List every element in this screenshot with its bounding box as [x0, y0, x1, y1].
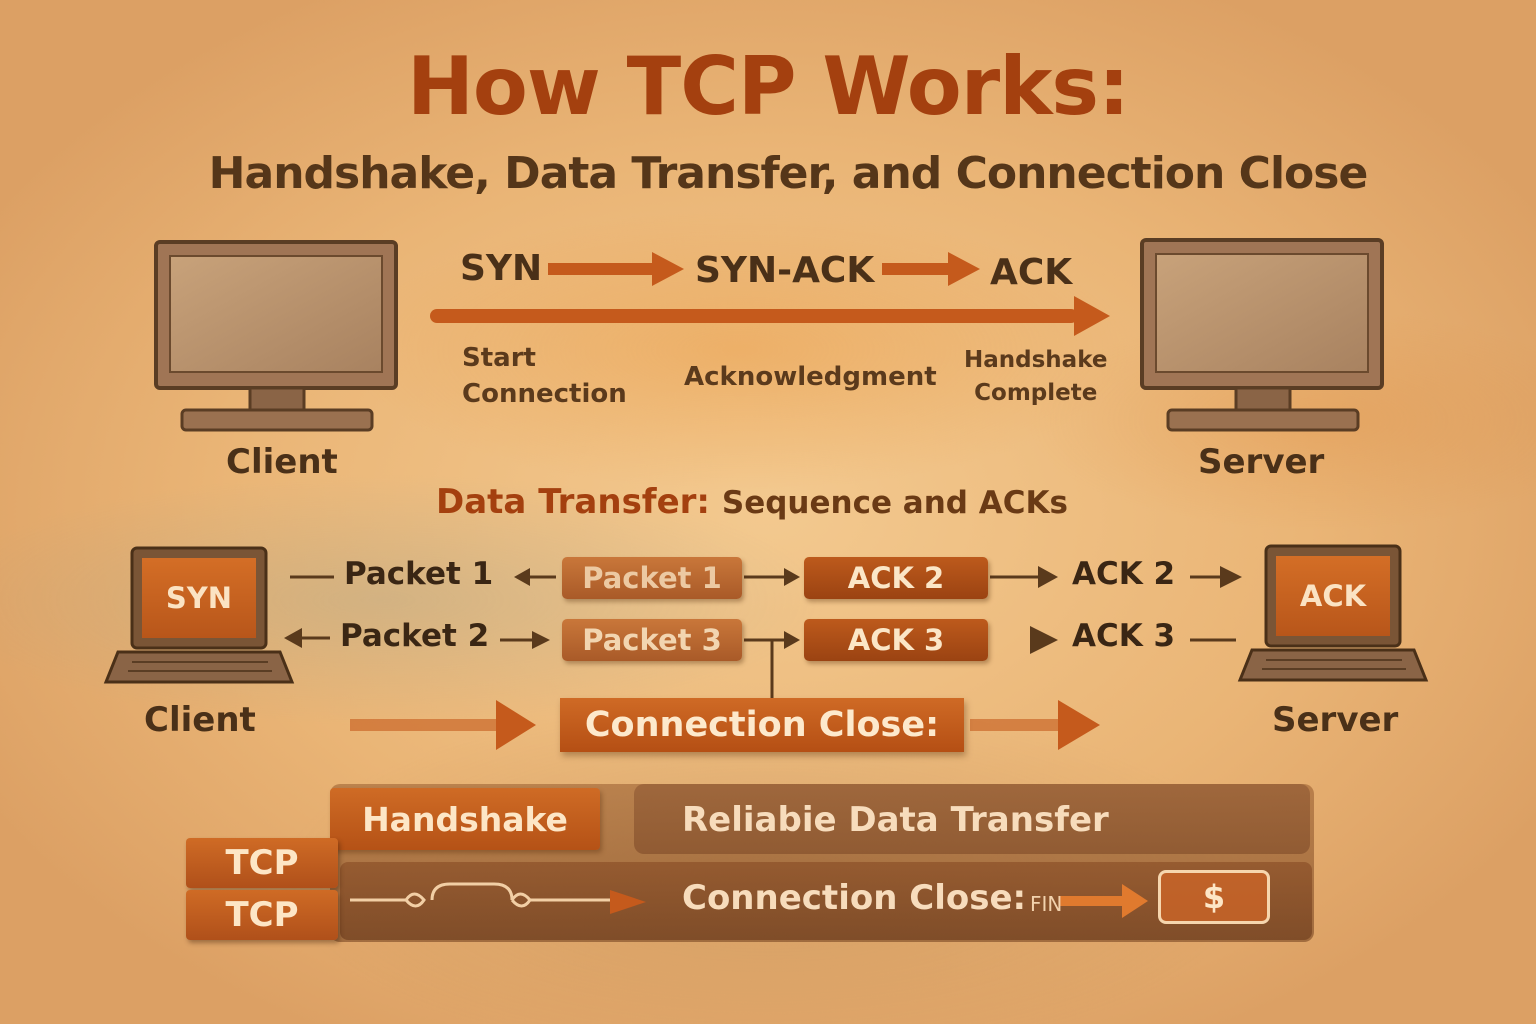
- data-transfer-arrows: [284, 566, 1242, 700]
- client-monitor-icon: [154, 240, 398, 432]
- fin-label: FIN: [1030, 892, 1063, 916]
- server-laptop-screen: ACK: [1276, 556, 1390, 636]
- server-monitor-icon: [1140, 238, 1384, 432]
- client-laptop-screen: SYN: [142, 558, 256, 638]
- ack-3-chip: ACK 3: [804, 619, 988, 661]
- tcp-box: TCP: [186, 890, 338, 940]
- data-transfer-heading: Data Transfer: Sequence and ACKs: [436, 482, 1068, 522]
- close-arrows: [350, 700, 1100, 750]
- ack-3-label: ACK 3: [1072, 618, 1176, 654]
- ack-2-chip: ACK 2: [804, 557, 988, 599]
- handshake-complete-label: Handshake Complete: [964, 347, 1108, 406]
- server-screen-text: ACK: [1299, 579, 1367, 613]
- ack-2-label: ACK 2: [1072, 556, 1176, 592]
- tcp-box: TCP: [186, 838, 338, 888]
- page-subtitle: Handshake, Data Transfer, and Connection…: [208, 148, 1369, 199]
- acknowledgment-label: Acknowledgment: [684, 362, 937, 392]
- client-laptop-icon: [103, 546, 295, 684]
- fin-arrow-icon: [1122, 884, 1148, 918]
- reliable-transfer-label: Reliabie Data Transfer: [682, 800, 1109, 840]
- connection-close-panel: [340, 862, 1312, 940]
- chain-link-icon: [350, 882, 610, 908]
- packet-1-chip: Packet 1: [562, 557, 742, 599]
- handshake-box: Handshake: [330, 788, 600, 850]
- ack-label: ACK: [990, 252, 1073, 293]
- reliable-transfer-panel: [634, 784, 1310, 854]
- client-screen-text: SYN: [165, 581, 233, 615]
- client-label-top: Client: [226, 442, 338, 482]
- server-label-top: Server: [1198, 442, 1325, 482]
- server-label-mid: Server: [1272, 700, 1399, 740]
- summary-graphics: [350, 882, 1148, 918]
- packet-2-label: Packet 2: [340, 618, 490, 654]
- close-arrow-icon: [610, 890, 646, 914]
- start-connection-label: Start Connection: [462, 343, 627, 409]
- client-label-mid: Client: [144, 700, 256, 740]
- packet-1-label: Packet 1: [344, 556, 494, 592]
- packet-3-chip: Packet 3: [562, 619, 742, 661]
- handshake-arrows: [430, 252, 1110, 336]
- syn-ack-label: SYN-ACK: [695, 250, 875, 291]
- connection-close-banner: Connection Close:: [560, 698, 964, 752]
- server-laptop-icon: [1237, 544, 1429, 682]
- page-title: How TCP Works:: [406, 40, 1130, 133]
- dollar-sign: $: [1202, 878, 1226, 916]
- syn-label: SYN: [460, 248, 543, 289]
- summary-connection-close-label: Connection Close:: [682, 878, 1027, 918]
- dollar-box-icon: $: [1158, 870, 1270, 924]
